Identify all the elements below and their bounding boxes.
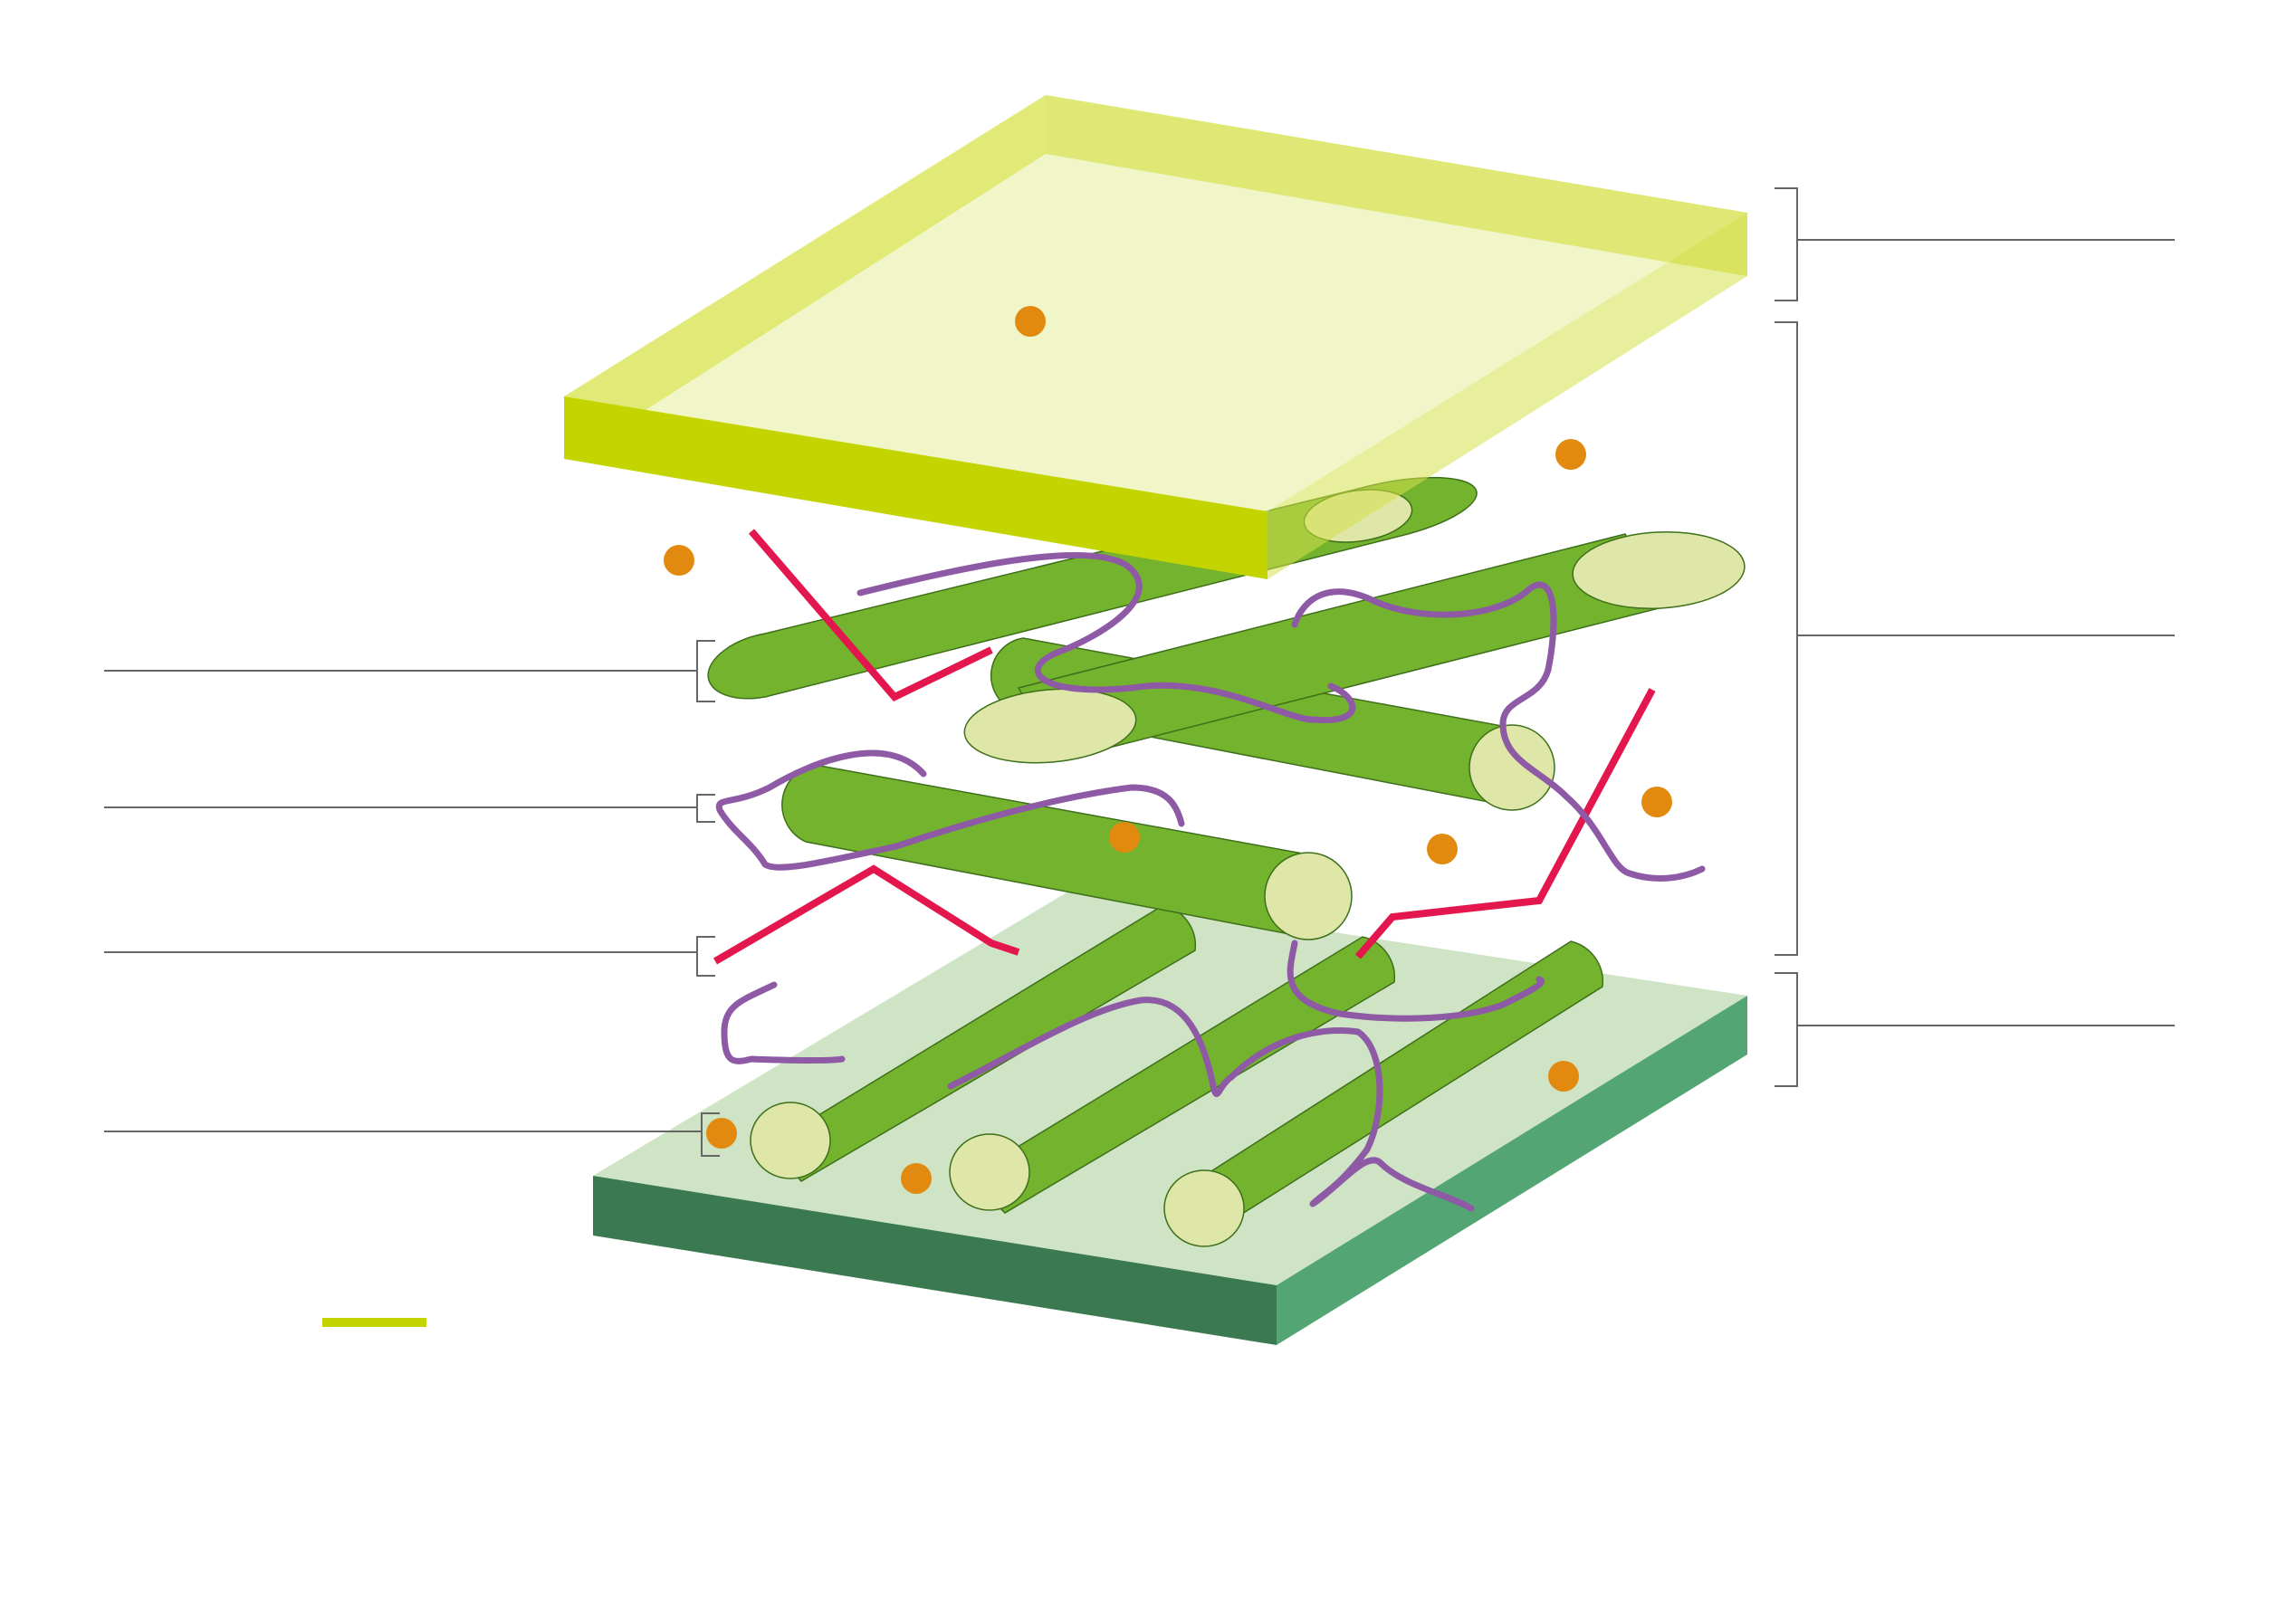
- top-plate: [564, 95, 1747, 579]
- particle: [901, 1163, 932, 1194]
- legend: [322, 1318, 426, 1327]
- right-callout-bottom-plate: [1775, 972, 2175, 1087]
- particle: [1109, 822, 1140, 853]
- top-plate-far-edge: [1046, 95, 1747, 276]
- fiber-group: [715, 551, 1706, 1212]
- middle-rod-upper-right-near-end: [963, 688, 1137, 764]
- bottom-rod-3-end: [1163, 1169, 1245, 1247]
- middle-rod-upper-right-far-end: [1572, 531, 1746, 609]
- particle: [1427, 834, 1458, 864]
- left-callouts: [104, 640, 720, 1157]
- fiber-1: [856, 551, 1356, 724]
- bottom-plate-side-face: [1277, 996, 1747, 1345]
- particle: [706, 1118, 737, 1149]
- right-callout-top-plate: [1775, 187, 2175, 301]
- fiber-3: [715, 749, 1185, 871]
- particle: [1555, 439, 1586, 470]
- particle: [1015, 306, 1046, 337]
- bottom-rod-3: [1163, 940, 1604, 1247]
- particle-group: [664, 306, 1672, 1194]
- top-plate-side-face: [1268, 213, 1747, 579]
- bottom-rod-2: [949, 936, 1396, 1214]
- middle-rod-upper-right: [963, 531, 1746, 764]
- crosslink-group: [713, 529, 1656, 965]
- top-plate-back-edge: [564, 95, 1046, 412]
- middle-rod-back-end: [1468, 724, 1555, 811]
- particle: [1641, 787, 1672, 817]
- bottom-plate-front-face: [593, 1176, 1277, 1345]
- left-callout-4: [104, 1112, 720, 1157]
- right-callouts: [1775, 187, 2175, 1087]
- bottom-rod-1: [750, 904, 1197, 1182]
- crosslink-2: [713, 864, 1020, 965]
- top-plate-front-face: [564, 396, 1268, 579]
- bottom-rod-1-end: [750, 1102, 831, 1179]
- left-callout-3: [104, 936, 715, 977]
- fiber-4: [721, 981, 846, 1064]
- crosslink-3: [1354, 688, 1656, 959]
- particle: [664, 545, 694, 576]
- fiber-5: [947, 997, 1475, 1212]
- bottom-rod-layer: [750, 904, 1604, 1247]
- right-callout-middle-layer: [1775, 321, 2175, 956]
- left-callout-2: [104, 794, 715, 823]
- fiber-6: [1287, 940, 1545, 1022]
- fiber-2: [1291, 581, 1706, 882]
- middle-rod-front-end: [1264, 852, 1353, 940]
- particle: [1548, 1061, 1579, 1092]
- left-callout-1: [104, 640, 715, 702]
- bottom-rod-2-end: [949, 1133, 1030, 1211]
- crosslink-1: [748, 529, 993, 701]
- legend-swatch: [322, 1318, 426, 1327]
